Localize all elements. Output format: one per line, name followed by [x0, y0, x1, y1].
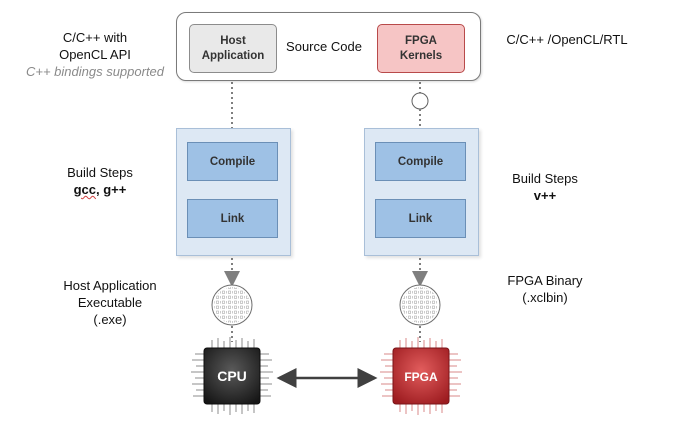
host-application-label-line1: Host — [220, 34, 246, 47]
fpga-link-step: Link — [375, 199, 466, 238]
fpga-build-tools: v++ — [533, 188, 557, 203]
fpga-chip-icon — [380, 337, 462, 415]
host-application-label-line2: Application — [201, 49, 265, 62]
fpga-build-title: Build Steps — [512, 171, 578, 186]
host-language-line1: C/C++ with — [62, 30, 128, 45]
fpga-kernels-label-line1: FPGA — [405, 34, 437, 47]
host-output-line3: (.exe) — [93, 312, 127, 327]
host-build-tools: gcc, g++ — [25, 181, 175, 198]
kernel-junction-node — [411, 92, 429, 110]
host-language-note: C/C++ with OpenCL API C++ bindings suppo… — [20, 29, 170, 80]
host-compile-step: Compile — [187, 142, 278, 181]
fpga-output-line1: FPGA Binary — [507, 273, 583, 288]
fpga-chip-label: FPGA — [404, 370, 438, 384]
host-output-line1: Host Application — [63, 278, 157, 293]
host-link-step: Link — [187, 199, 278, 238]
cpu-chip-label: CPU — [217, 368, 247, 384]
cpu-chip-icon — [191, 337, 273, 415]
host-build-title: Build Steps — [67, 165, 133, 180]
fpga-output-note: FPGA Binary (.xclbin) — [470, 272, 620, 306]
source-code-label: Source Code — [286, 39, 362, 54]
host-build-steps-note: Build Steps gcc, g++ — [25, 164, 175, 198]
kernel-language-note: C/C++ /OpenCL/RTL — [506, 32, 628, 47]
fpga-kernels-box: FPGA Kernels — [377, 24, 465, 73]
host-output-line2: Executable — [77, 295, 143, 310]
host-build-tools-rest: , g++ — [96, 182, 127, 197]
host-executable-binary-icon — [211, 284, 253, 326]
bindings-note: C++ bindings supported — [25, 64, 165, 79]
host-build-tools-flagged: gcc — [73, 182, 97, 197]
fpga-kernels-label-line2: Kernels — [399, 49, 443, 62]
fpga-compile-step: Compile — [375, 142, 466, 181]
host-output-note: Host Application Executable (.exe) — [35, 277, 185, 328]
fpga-output-line2: (.xclbin) — [522, 290, 568, 305]
fpga-build-steps-note: Build Steps v++ — [470, 170, 620, 204]
host-application-box: Host Application — [189, 24, 277, 73]
host-language-line2: OpenCL API — [59, 47, 131, 62]
fpga-xclbin-binary-icon — [399, 284, 441, 326]
